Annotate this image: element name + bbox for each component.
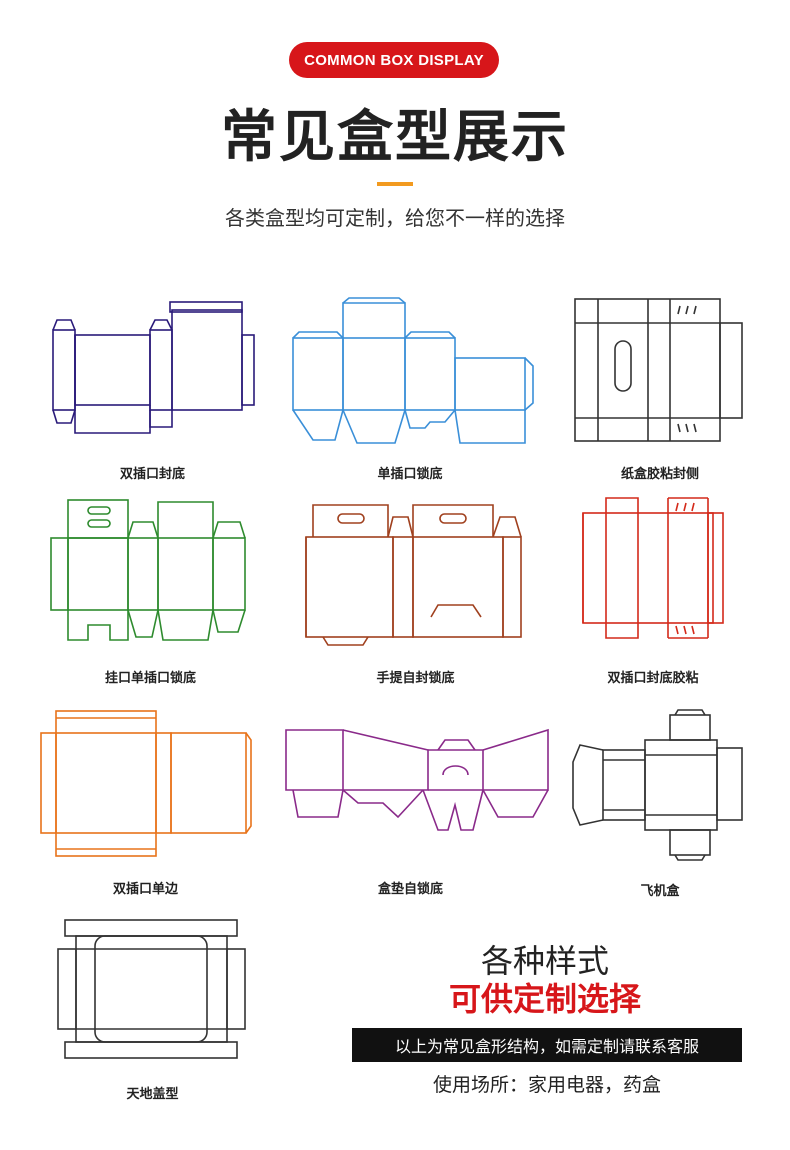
box-label: 天地盖型 bbox=[126, 1087, 179, 1102]
dieline-double-tuck-single-icon bbox=[40, 710, 252, 857]
dieline-glued-side-icon bbox=[574, 298, 743, 442]
box-card-lid-base: 天地盖型 bbox=[55, 917, 250, 1102]
dieline-mailer-icon bbox=[572, 709, 743, 861]
box-label: 单插口锁底 bbox=[377, 467, 443, 482]
dieline-double-tuck-icon bbox=[52, 301, 255, 434]
box-label: 双插口封底 bbox=[119, 467, 185, 482]
box-card-handle-box: 手提自封锁底 bbox=[303, 497, 528, 686]
box-label: 纸盒胶粘封侧 bbox=[620, 467, 699, 482]
box-label: 飞机盒 bbox=[640, 884, 680, 899]
box-label: 双插口封底胶粘 bbox=[607, 671, 699, 686]
box-card-hanger-lock: 挂口单插口锁底 bbox=[48, 497, 253, 686]
dieline-hanger-lock-icon bbox=[50, 499, 246, 641]
contact-banner: 以上为常见盒形结构，如需定制请联系客服 bbox=[352, 1028, 742, 1062]
box-label: 盒垫自锁底 bbox=[377, 882, 443, 897]
box-card-lock-bottom: 单插口锁底 bbox=[285, 297, 535, 482]
dieline-pad-lock-icon bbox=[285, 728, 549, 831]
box-card-pad-lock: 盒垫自锁底 bbox=[283, 725, 553, 897]
box-label: 双插口单边 bbox=[112, 882, 178, 897]
dieline-lid-base-icon bbox=[57, 919, 246, 1059]
dieline-double-tuck-glued-icon bbox=[582, 497, 724, 639]
box-label: 手提自封锁底 bbox=[376, 671, 455, 686]
box-card-double-tuck-glued: 双插口封底胶粘 bbox=[578, 493, 728, 686]
section-badge: COMMON BOX DISPLAY bbox=[289, 42, 499, 78]
box-label: 挂口单插口锁底 bbox=[104, 671, 196, 686]
box-card-glued-side: 纸盒胶粘封侧 bbox=[570, 296, 750, 482]
promo-subheading: 可供定制选择 bbox=[448, 980, 641, 1018]
promo-heading: 各种样式 bbox=[480, 942, 609, 980]
dieline-lock-bottom-icon bbox=[292, 297, 534, 444]
page-subtitle: 各类盒型均可定制，给您不一样的选择 bbox=[225, 206, 565, 230]
dieline-handle-box-icon bbox=[305, 504, 522, 646]
box-card-mailer: 飞机盒 bbox=[570, 709, 750, 899]
box-card-double-tuck: 双插口封底 bbox=[45, 295, 260, 482]
page-title: 常见盒型展示 bbox=[221, 105, 569, 170]
title-divider bbox=[377, 182, 413, 186]
usage-text: 使用场所：家用电器，药盒 bbox=[432, 1074, 661, 1096]
box-card-double-tuck-single: 双插口单边 bbox=[38, 708, 253, 897]
